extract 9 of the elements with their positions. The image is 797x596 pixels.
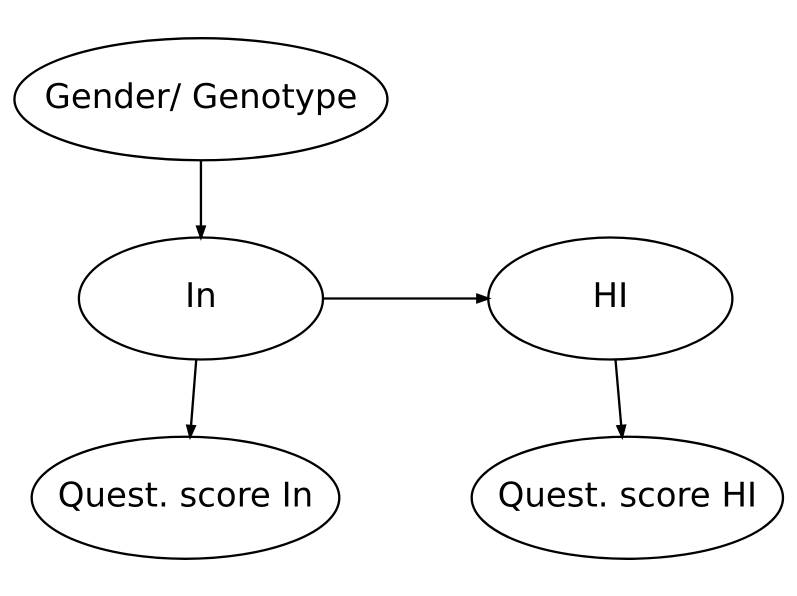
node-ellipse: Quest. score In [30, 435, 340, 560]
node-ellipse: Quest. score HI [470, 435, 784, 560]
arrow [186, 359, 198, 440]
arrow [323, 292, 492, 304]
node-ellipse: HI [487, 236, 734, 360]
node-ellipse: In [78, 236, 324, 360]
arrow [614, 359, 627, 440]
node-ellipse: Gender/ Genotype [13, 36, 389, 161]
arrow [196, 160, 206, 240]
